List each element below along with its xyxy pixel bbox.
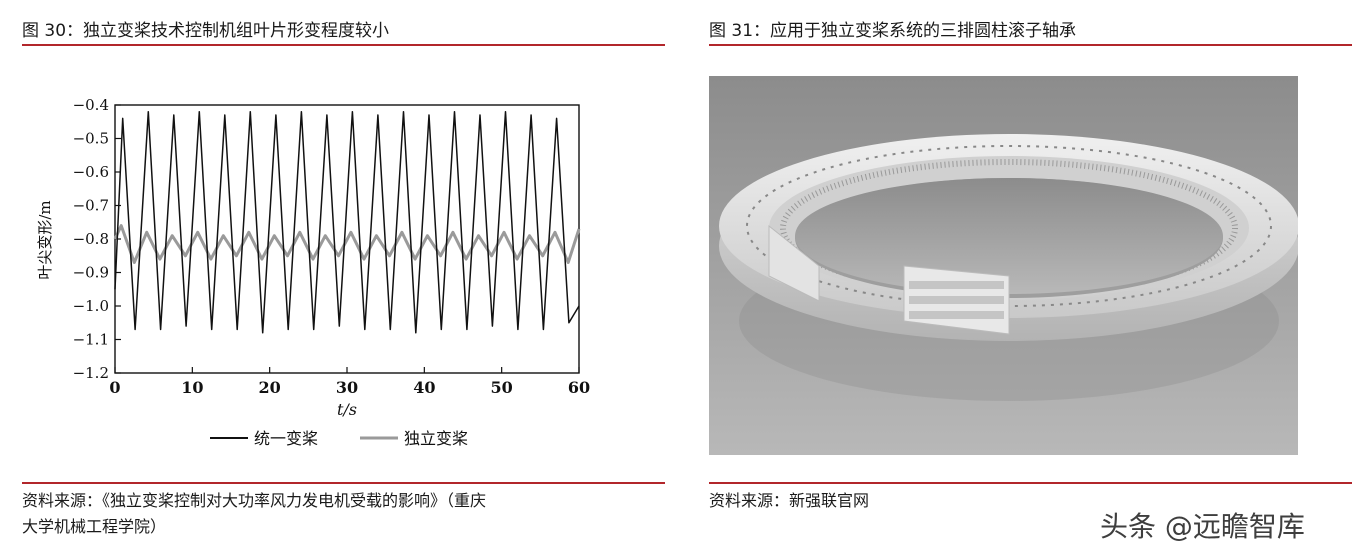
figure-30-source: 资料来源：《独立变桨控制对大功率风力发电机受载的影响》（重庆 大学机械工程学院） <box>22 488 672 540</box>
source-rule-left <box>22 482 665 484</box>
legend: 统一变桨 独立变桨 <box>210 429 468 448</box>
y-tick-label: −1.1 <box>73 331 109 349</box>
gear-teeth <box>780 159 1238 297</box>
cutaway-section <box>768 224 1010 335</box>
title-rule-left <box>22 44 665 46</box>
source-rule-right <box>709 482 1352 484</box>
bearing-ring <box>719 134 1298 341</box>
x-tick-label: 30 <box>336 378 358 397</box>
y-tick-label: −0.9 <box>73 264 109 282</box>
x-axis-ticks: 0 10 20 30 40 50 60 <box>109 367 590 397</box>
figure-31-source: 资料来源：新强联官网 <box>709 491 870 510</box>
y-tick-label: −1.0 <box>73 297 109 315</box>
x-tick-label: 10 <box>181 378 203 397</box>
x-tick-label: 40 <box>413 378 435 397</box>
series-layer <box>113 110 581 334</box>
y-tick-label: −0.6 <box>73 163 109 181</box>
y-tick-label: −1.2 <box>73 364 109 382</box>
x-tick-label: 20 <box>259 378 281 397</box>
title-rule-right <box>709 44 1352 46</box>
ring-bore-floor <box>795 178 1223 294</box>
source-line-1: 资料来源：《独立变桨控制对大功率风力发电机受载的影响》（重庆 <box>22 491 487 510</box>
y-tick-label: −0.7 <box>73 197 109 215</box>
legend-label-unified: 统一变桨 <box>254 429 318 448</box>
y-tick-label: −0.8 <box>73 230 109 248</box>
series-independent-pitch-line <box>113 224 581 264</box>
y-axis-ticks: −0.4 −0.5 −0.6 −0.7 −0.8 −0.9 −1.0 −1.1 −1.2 <box>73 96 121 382</box>
x-tick-label: 50 <box>491 378 513 397</box>
figure-31-title: 图 31：应用于独立变桨系统的三排圆柱滚子轴承 <box>709 21 1077 41</box>
x-tick-label: 0 <box>109 378 120 397</box>
x-axis-label: t/s <box>337 400 357 419</box>
source-line-2: 大学机械工程学院） <box>22 517 167 536</box>
x-tick-label: 60 <box>568 378 590 397</box>
series-unified-pitch-line <box>114 110 580 334</box>
triple-row-roller-bearing-image <box>709 76 1298 455</box>
watermark: 头条 @远瞻智库 <box>1100 510 1305 543</box>
y-tick-label: −0.4 <box>73 96 109 114</box>
legend-label-independent: 独立变桨 <box>404 429 468 448</box>
y-tick-label: −0.5 <box>73 130 109 148</box>
blade-tip-deformation-chart: −0.4 −0.5 −0.6 −0.7 −0.8 −0.9 −1.0 −1.1 −1.2 0 10… <box>36 96 590 448</box>
figure-30-title: 图 30：独立变桨技术控制机组叶片形变程度较小 <box>22 21 390 41</box>
y-axis-label: 叶尖变形/m <box>36 200 54 279</box>
bolt-holes-outer <box>746 145 1272 307</box>
